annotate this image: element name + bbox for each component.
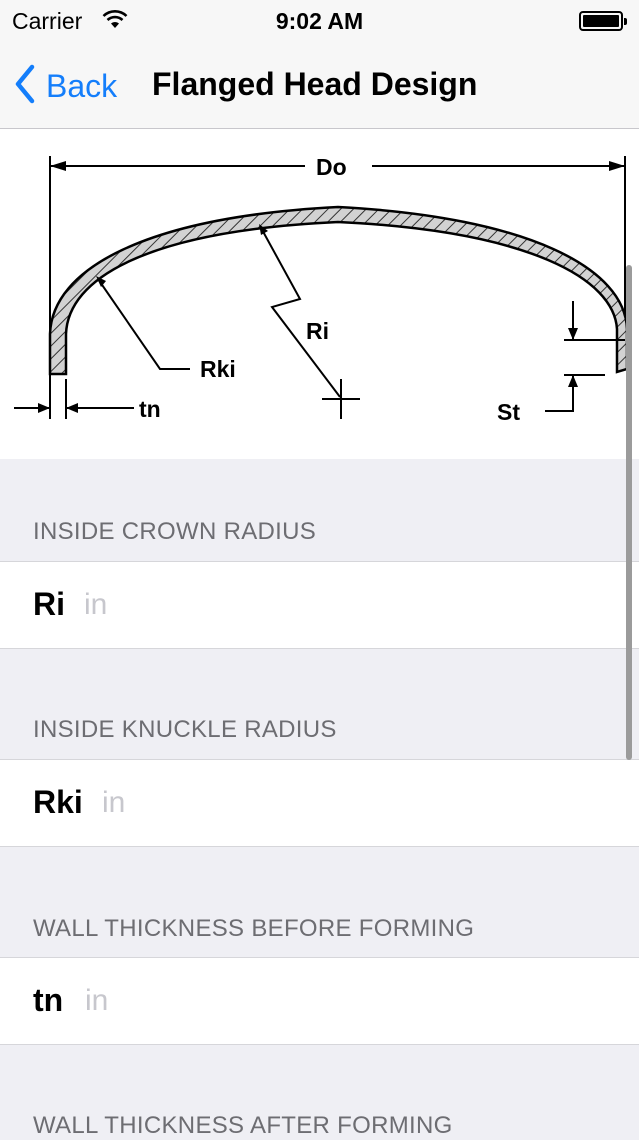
- knuckle-radius-row[interactable]: Rki: [0, 759, 639, 847]
- status-bar: Carrier 9:02 AM: [0, 0, 639, 42]
- back-label: Back: [46, 68, 118, 104]
- chevron-left-icon: [14, 64, 36, 109]
- form-content[interactable]: Do Rki Ri tn: [0, 129, 639, 1139]
- thickness-before-input[interactable]: [83, 980, 387, 1022]
- carrier-label: Carrier: [12, 8, 83, 34]
- knuckle-radius-input[interactable]: [100, 782, 404, 824]
- diagram-label-ri: Ri: [306, 318, 329, 344]
- diagram-label-do: Do: [316, 154, 347, 180]
- flanged-head-diagram: Do Rki Ri tn: [0, 129, 639, 459]
- crown-radius-input[interactable]: [82, 584, 386, 626]
- section-header-crown-radius: INSIDE CROWN RADIUS: [33, 518, 317, 545]
- battery-icon: [579, 11, 627, 31]
- diagram-label-st: St: [497, 399, 520, 425]
- tn-arrow-right: [66, 403, 78, 413]
- thickness-before-row[interactable]: tn: [0, 957, 639, 1045]
- diagram-drawing: Do Rki Ri tn: [14, 154, 629, 425]
- head-shell: [48, 205, 629, 376]
- section-header-thickness-before: WALL THICKNESS BEFORE FORMING: [33, 915, 475, 942]
- ri-leader: [259, 225, 341, 398]
- st-arrow-bottom: [568, 375, 578, 387]
- do-arrow-left: [50, 161, 66, 171]
- rki-leader: [97, 278, 190, 370]
- page-title: Flanged Head Design: [152, 66, 478, 102]
- section-header-knuckle-radius: INSIDE KNUCKLE RADIUS: [33, 716, 337, 743]
- tn-arrow-left: [38, 403, 50, 413]
- crown-radius-row[interactable]: Ri: [0, 561, 639, 649]
- do-arrow-right: [609, 161, 625, 171]
- rki-arrow: [96, 276, 106, 287]
- clock: 9:02 AM: [275, 8, 364, 34]
- diagram-label-tn: tn: [139, 396, 161, 422]
- diagram-label-rki: Rki: [200, 356, 236, 382]
- crown-radius-label: Ri: [33, 586, 65, 622]
- st-line-bottom: [545, 375, 574, 412]
- ri-arrow: [259, 224, 268, 235]
- knuckle-radius-label: Rki: [33, 784, 83, 820]
- st-arrow-top: [568, 328, 578, 340]
- thickness-before-label: tn: [33, 982, 64, 1018]
- back-button[interactable]: Back: [14, 64, 117, 109]
- section-header-thickness-after: WALL THICKNESS AFTER FORMING: [33, 1112, 453, 1139]
- navigation-bar: Back Flanged Head Design: [0, 42, 639, 129]
- wifi-icon: [102, 10, 128, 35]
- scroll-indicator[interactable]: [626, 265, 632, 760]
